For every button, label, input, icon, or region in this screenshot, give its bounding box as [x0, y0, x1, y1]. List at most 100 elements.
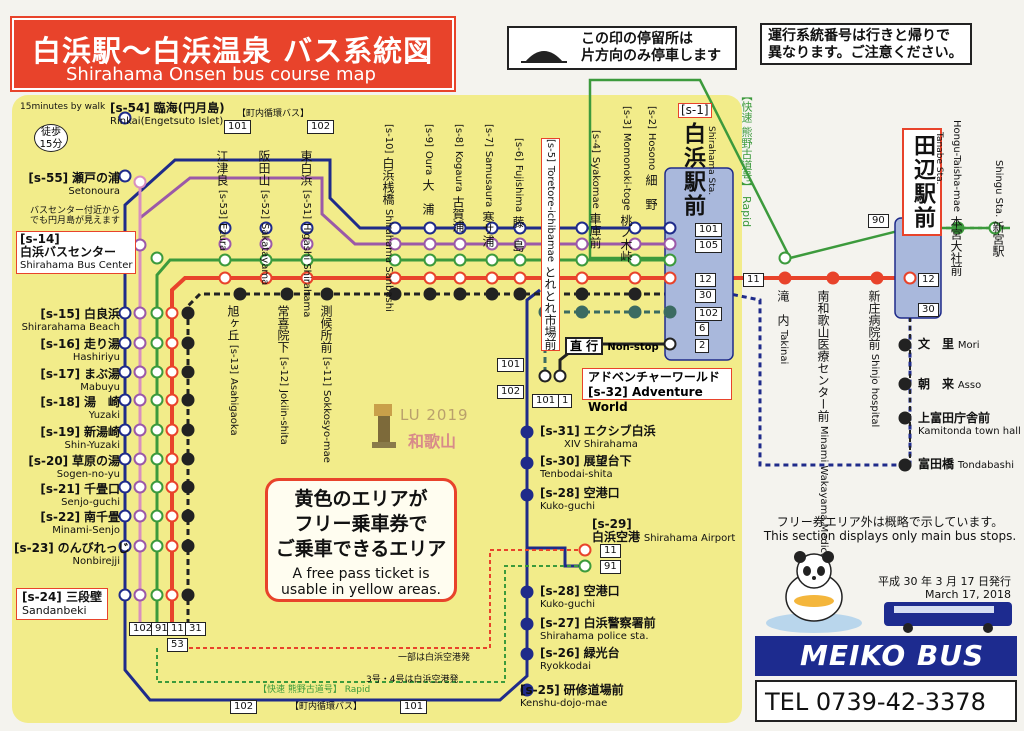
bus-stop-marker — [513, 237, 527, 251]
bus-stop-marker — [663, 237, 677, 251]
bus-stop-marker — [520, 585, 534, 599]
route-tag: 12 — [918, 273, 939, 287]
bus-stop-marker — [133, 336, 147, 350]
bus-stop-marker — [628, 287, 642, 301]
bus-stop-marker — [181, 423, 195, 437]
bus-stop-marker — [513, 287, 527, 301]
bus-stop-marker — [181, 336, 195, 350]
bus-stop-marker — [423, 287, 437, 301]
bus-stop-marker — [181, 365, 195, 379]
route-tag: 102 — [497, 385, 525, 399]
route-tag: 2 — [695, 339, 710, 353]
bus-stop-marker — [453, 221, 467, 235]
bus-stop-marker — [259, 237, 273, 251]
bus-stop-marker — [133, 588, 147, 602]
bus-stop-marker — [280, 287, 294, 301]
route-line-green — [155, 258, 670, 628]
bus-stop-marker — [165, 509, 179, 523]
loop-label-bottom: 【町内循環バス】 — [290, 702, 363, 712]
bus-stop-marker — [663, 271, 677, 285]
bus-stop-marker — [826, 271, 840, 285]
bus-stop-marker — [118, 169, 132, 183]
route-line-airport-red — [172, 549, 585, 649]
bus-stop-marker — [300, 271, 314, 285]
panda-mascot-icon — [766, 551, 862, 633]
shirahama-station-en: Shirahama Sta. — [706, 126, 716, 196]
bus-stop-marker — [150, 306, 164, 320]
bus-stop-marker — [628, 237, 642, 251]
publish-date: 平成 30 年 3 月 17 日発行 March 17, 2018 — [878, 575, 1011, 601]
free-area-en: A free pass ticket is usable in yellow a… — [281, 566, 441, 598]
stop-fujishima: [s-6] Fujishima 藤 島 — [511, 138, 525, 252]
bus-stop-marker — [118, 509, 132, 523]
watermark: LU 2019 和歌山 — [370, 400, 468, 454]
bus-stop-marker — [118, 480, 132, 494]
route-tag: 31 — [185, 622, 206, 636]
bus-stop-marker — [150, 539, 164, 553]
bus-stop-marker — [898, 338, 912, 352]
bus-stop-marker — [165, 336, 179, 350]
bus-stop-marker — [165, 588, 179, 602]
bus-stop-marker — [165, 539, 179, 553]
bus-stop-marker — [485, 287, 499, 301]
one-way-notice: この印の停留所は 片方向のみ停車します — [507, 26, 737, 70]
bus-stop-marker — [150, 588, 164, 602]
company-name: MEIKO BUS — [800, 639, 985, 672]
bus-stop-marker — [165, 393, 179, 407]
stop-syakomae: [s-4] Syakomae 車庫前 — [588, 130, 602, 249]
bus-stop-marker — [118, 336, 132, 350]
route-tag: 91 — [600, 560, 621, 574]
bus-stop-marker — [513, 271, 527, 285]
route-tag: 101 — [497, 358, 525, 372]
telephone-box: TEL 0739-42-3378 — [755, 680, 1017, 722]
bus-stop-marker — [951, 221, 965, 235]
bus-stop-marker — [150, 452, 164, 466]
bus-stop-marker — [453, 253, 467, 267]
bus-stop-marker — [133, 365, 147, 379]
bus-stop-marker — [485, 237, 499, 251]
bus-stop-marker — [575, 271, 589, 285]
bus-stop-marker — [520, 456, 534, 470]
bus-stop-marker — [903, 271, 917, 285]
telephone-number: TEL 0739-42-3378 — [765, 688, 986, 716]
note-from-airport: 3号・4号は白浜空港発 — [366, 675, 459, 685]
tanabe-station: 田辺駅前 — [902, 128, 942, 236]
bus-stop-marker — [165, 365, 179, 379]
stop-adventure-world: アドベンチャーワールド[s-32] Adventure World — [582, 368, 732, 414]
bus-stop-marker — [423, 253, 437, 267]
bus-stop-marker — [118, 588, 132, 602]
bus-stop-marker — [538, 369, 552, 383]
bus-stop-marker — [218, 237, 232, 251]
bus-stop-marker — [423, 221, 437, 235]
route-tag: 102 — [695, 307, 723, 321]
bus-stop-marker — [663, 221, 677, 235]
tanabe-station-en: Tanabe Sta. — [934, 132, 944, 185]
one-way-notice-text: この印の停留所は 片方向のみ停車します — [581, 31, 721, 64]
stop-setonoura: [s-55] 瀬戸の浦 Setonoura — [28, 171, 120, 198]
stop-sanbashi: [s-10] 白浜桟橋 Shirahama Sanbashi — [381, 124, 395, 312]
bus-stop-marker — [663, 337, 677, 351]
bus-stop-marker — [133, 423, 147, 437]
bus-stop-marker — [520, 683, 534, 697]
bus-stop-marker — [259, 221, 273, 235]
bus-stop-marker — [988, 221, 1002, 235]
bus-stop-marker — [133, 306, 147, 320]
bus-stop-marker — [388, 271, 402, 285]
bus-center-note: バスセンター付近から でも円月島が見えます — [30, 206, 121, 226]
walk-time-badge: 徒歩 15分 — [34, 124, 68, 152]
stop-medical-center: 南和歌山医療センター前 Minami Wakayama Medical Cent… — [816, 290, 830, 599]
stop-ezura: 江津良 [s-53] Ezura — [215, 150, 229, 252]
bus-stop-marker — [898, 458, 912, 472]
bus-stop-marker — [423, 237, 437, 251]
bus-stop-marker — [150, 365, 164, 379]
